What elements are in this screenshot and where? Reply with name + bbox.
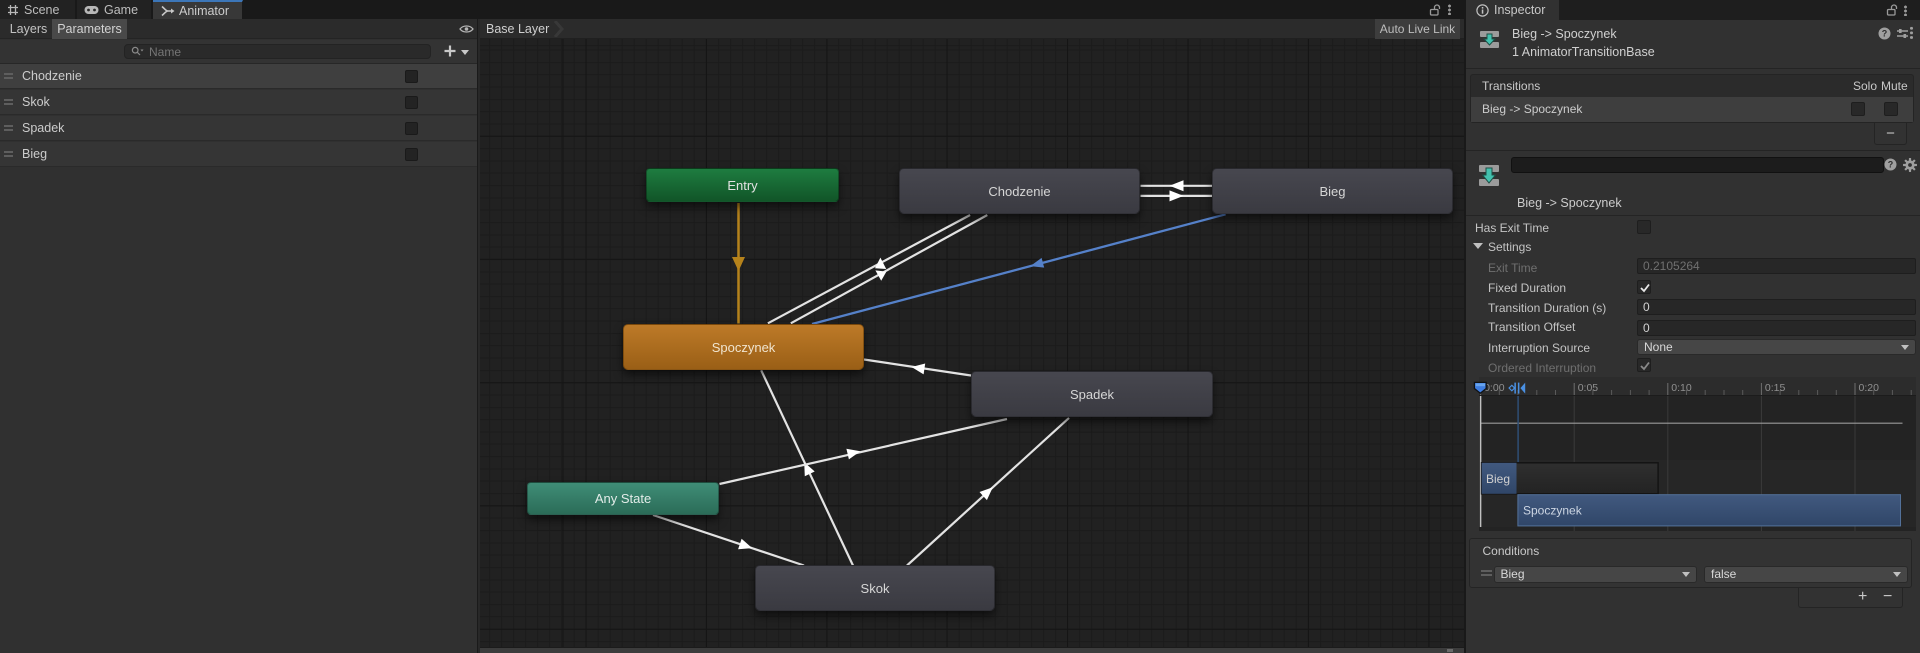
svg-text:0:15: 0:15 [1764, 382, 1785, 394]
svg-text:0:10: 0:10 [1671, 382, 1692, 394]
svg-text:Spoczynek: Spoczynek [1523, 504, 1583, 518]
svg-text:0:05: 0:05 [1577, 382, 1598, 394]
svg-text:Bieg: Bieg [1486, 472, 1510, 486]
svg-text:?: ? [1888, 160, 1894, 170]
svg-text:?: ? [1882, 29, 1888, 39]
svg-text:0:20: 0:20 [1858, 382, 1879, 394]
svg-text:0:00: 0:00 [1484, 382, 1505, 394]
